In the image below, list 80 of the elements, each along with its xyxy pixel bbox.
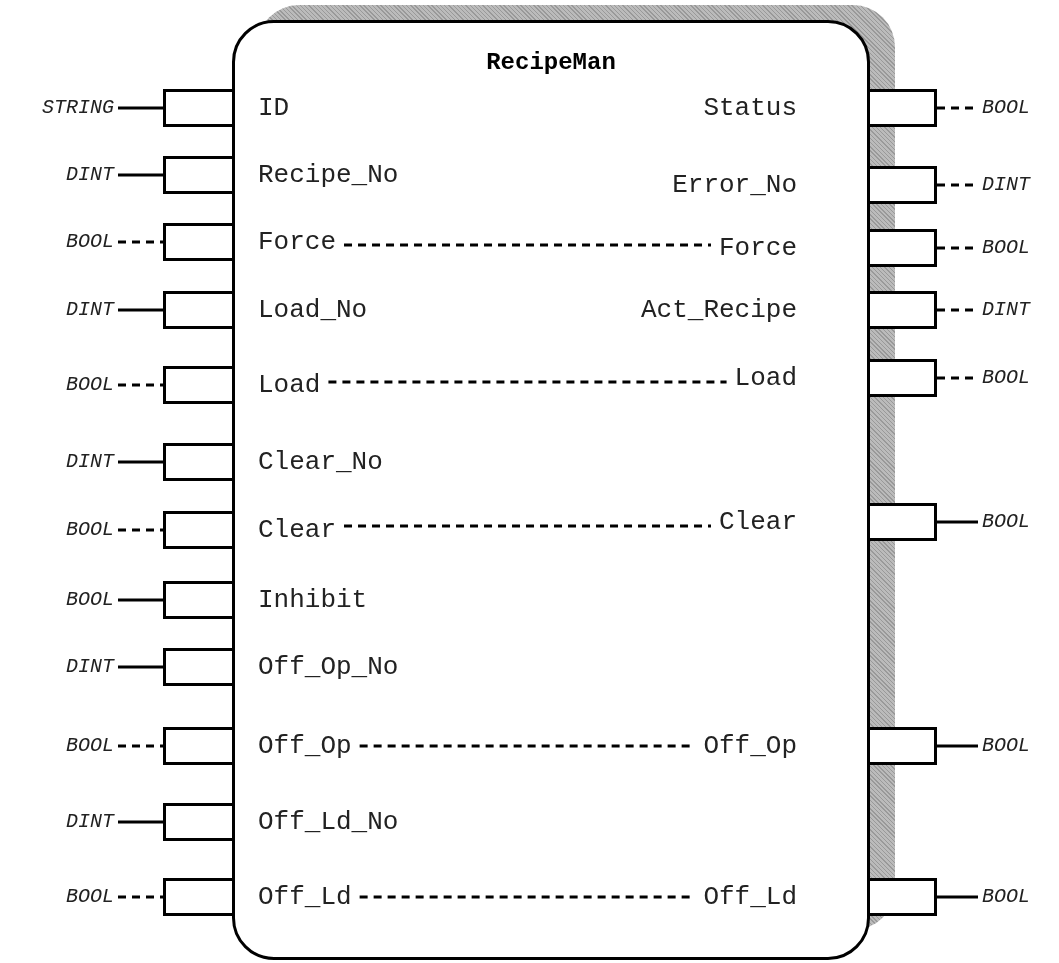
- pin-name: Off_Ld_No: [250, 809, 407, 835]
- pin-name: Act_Recipe: [632, 297, 805, 323]
- pin-name: Clear: [711, 509, 805, 535]
- data-type-label: BOOL: [62, 373, 118, 397]
- data-type-label: BOOL: [978, 885, 1034, 909]
- data-type-label: BOOL: [62, 734, 118, 758]
- pin-box: [163, 156, 235, 194]
- pin-name: Load_No: [250, 297, 376, 323]
- data-type-label: DINT: [62, 298, 118, 322]
- pin-box: [163, 511, 235, 549]
- data-type-label: DINT: [62, 450, 118, 474]
- pin-box: [163, 291, 235, 329]
- pin-name: Inhibit: [250, 587, 376, 613]
- pin-box: [163, 803, 235, 841]
- connector-line: [118, 106, 163, 110]
- data-type-label: BOOL: [978, 96, 1034, 120]
- data-type-label: BOOL: [62, 588, 118, 612]
- dashed-connector: [344, 524, 711, 528]
- pin-name: Off_Ld: [250, 884, 360, 910]
- connector-line: [937, 895, 978, 899]
- pin-box: [867, 359, 937, 397]
- pin-box: [163, 89, 235, 127]
- data-type-label: DINT: [978, 173, 1034, 197]
- data-type-label: STRING: [38, 96, 118, 120]
- pin-name: Status: [695, 95, 805, 121]
- data-type-label: DINT: [978, 298, 1034, 322]
- pin-box: [163, 366, 235, 404]
- data-type-label: BOOL: [978, 734, 1034, 758]
- pin-name: Off_Op_No: [250, 654, 407, 680]
- pin-name: Clear: [250, 517, 344, 543]
- pin-box: [867, 89, 937, 127]
- pin-box: [867, 878, 937, 916]
- pin-box: [867, 229, 937, 267]
- pin-name: Force: [250, 229, 344, 255]
- dashed-connector: [118, 383, 163, 387]
- dashed-connector: [118, 240, 163, 244]
- function-block: [232, 20, 870, 960]
- pin-box: [867, 166, 937, 204]
- pin-box: [163, 878, 235, 916]
- data-type-label: BOOL: [978, 366, 1034, 390]
- pin-name: Off_Ld: [695, 884, 805, 910]
- connector-line: [937, 744, 978, 748]
- data-type-label: DINT: [62, 810, 118, 834]
- pin-box: [163, 648, 235, 686]
- pin-name: Load: [726, 365, 805, 391]
- connector-line: [118, 598, 163, 602]
- pin-name: Recipe_No: [250, 162, 407, 188]
- data-type-label: BOOL: [62, 518, 118, 542]
- pin-name: ID: [250, 95, 298, 121]
- pin-box: [867, 503, 937, 541]
- dashed-connector: [118, 895, 163, 899]
- connector-line: [118, 173, 163, 177]
- pin-box: [163, 443, 235, 481]
- dashed-connector: [344, 243, 711, 247]
- pin-name: Error_No: [664, 172, 805, 198]
- connector-line: [118, 820, 163, 824]
- dashed-connector: [328, 380, 727, 384]
- pin-box: [867, 291, 937, 329]
- dashed-connector: [118, 744, 163, 748]
- data-type-label: BOOL: [62, 885, 118, 909]
- pin-name: Off_Op: [695, 733, 805, 759]
- pin-name: Force: [711, 235, 805, 261]
- connector-line: [118, 665, 163, 669]
- connector-line: [937, 520, 978, 524]
- data-type-label: DINT: [62, 163, 118, 187]
- dashed-connector: [118, 528, 163, 532]
- pin-box: [163, 581, 235, 619]
- pin-box: [867, 727, 937, 765]
- connector-line: [118, 308, 163, 312]
- data-type-label: BOOL: [978, 236, 1034, 260]
- pin-name: Off_Op: [250, 733, 360, 759]
- pin-name: Load: [250, 372, 329, 398]
- pin-name: Clear_No: [250, 449, 391, 475]
- data-type-label: DINT: [62, 655, 118, 679]
- pin-box: [163, 223, 235, 261]
- connector-line: [118, 460, 163, 464]
- data-type-label: BOOL: [62, 230, 118, 254]
- data-type-label: BOOL: [978, 510, 1034, 534]
- block-title: RecipeMan: [486, 49, 616, 76]
- pin-box: [163, 727, 235, 765]
